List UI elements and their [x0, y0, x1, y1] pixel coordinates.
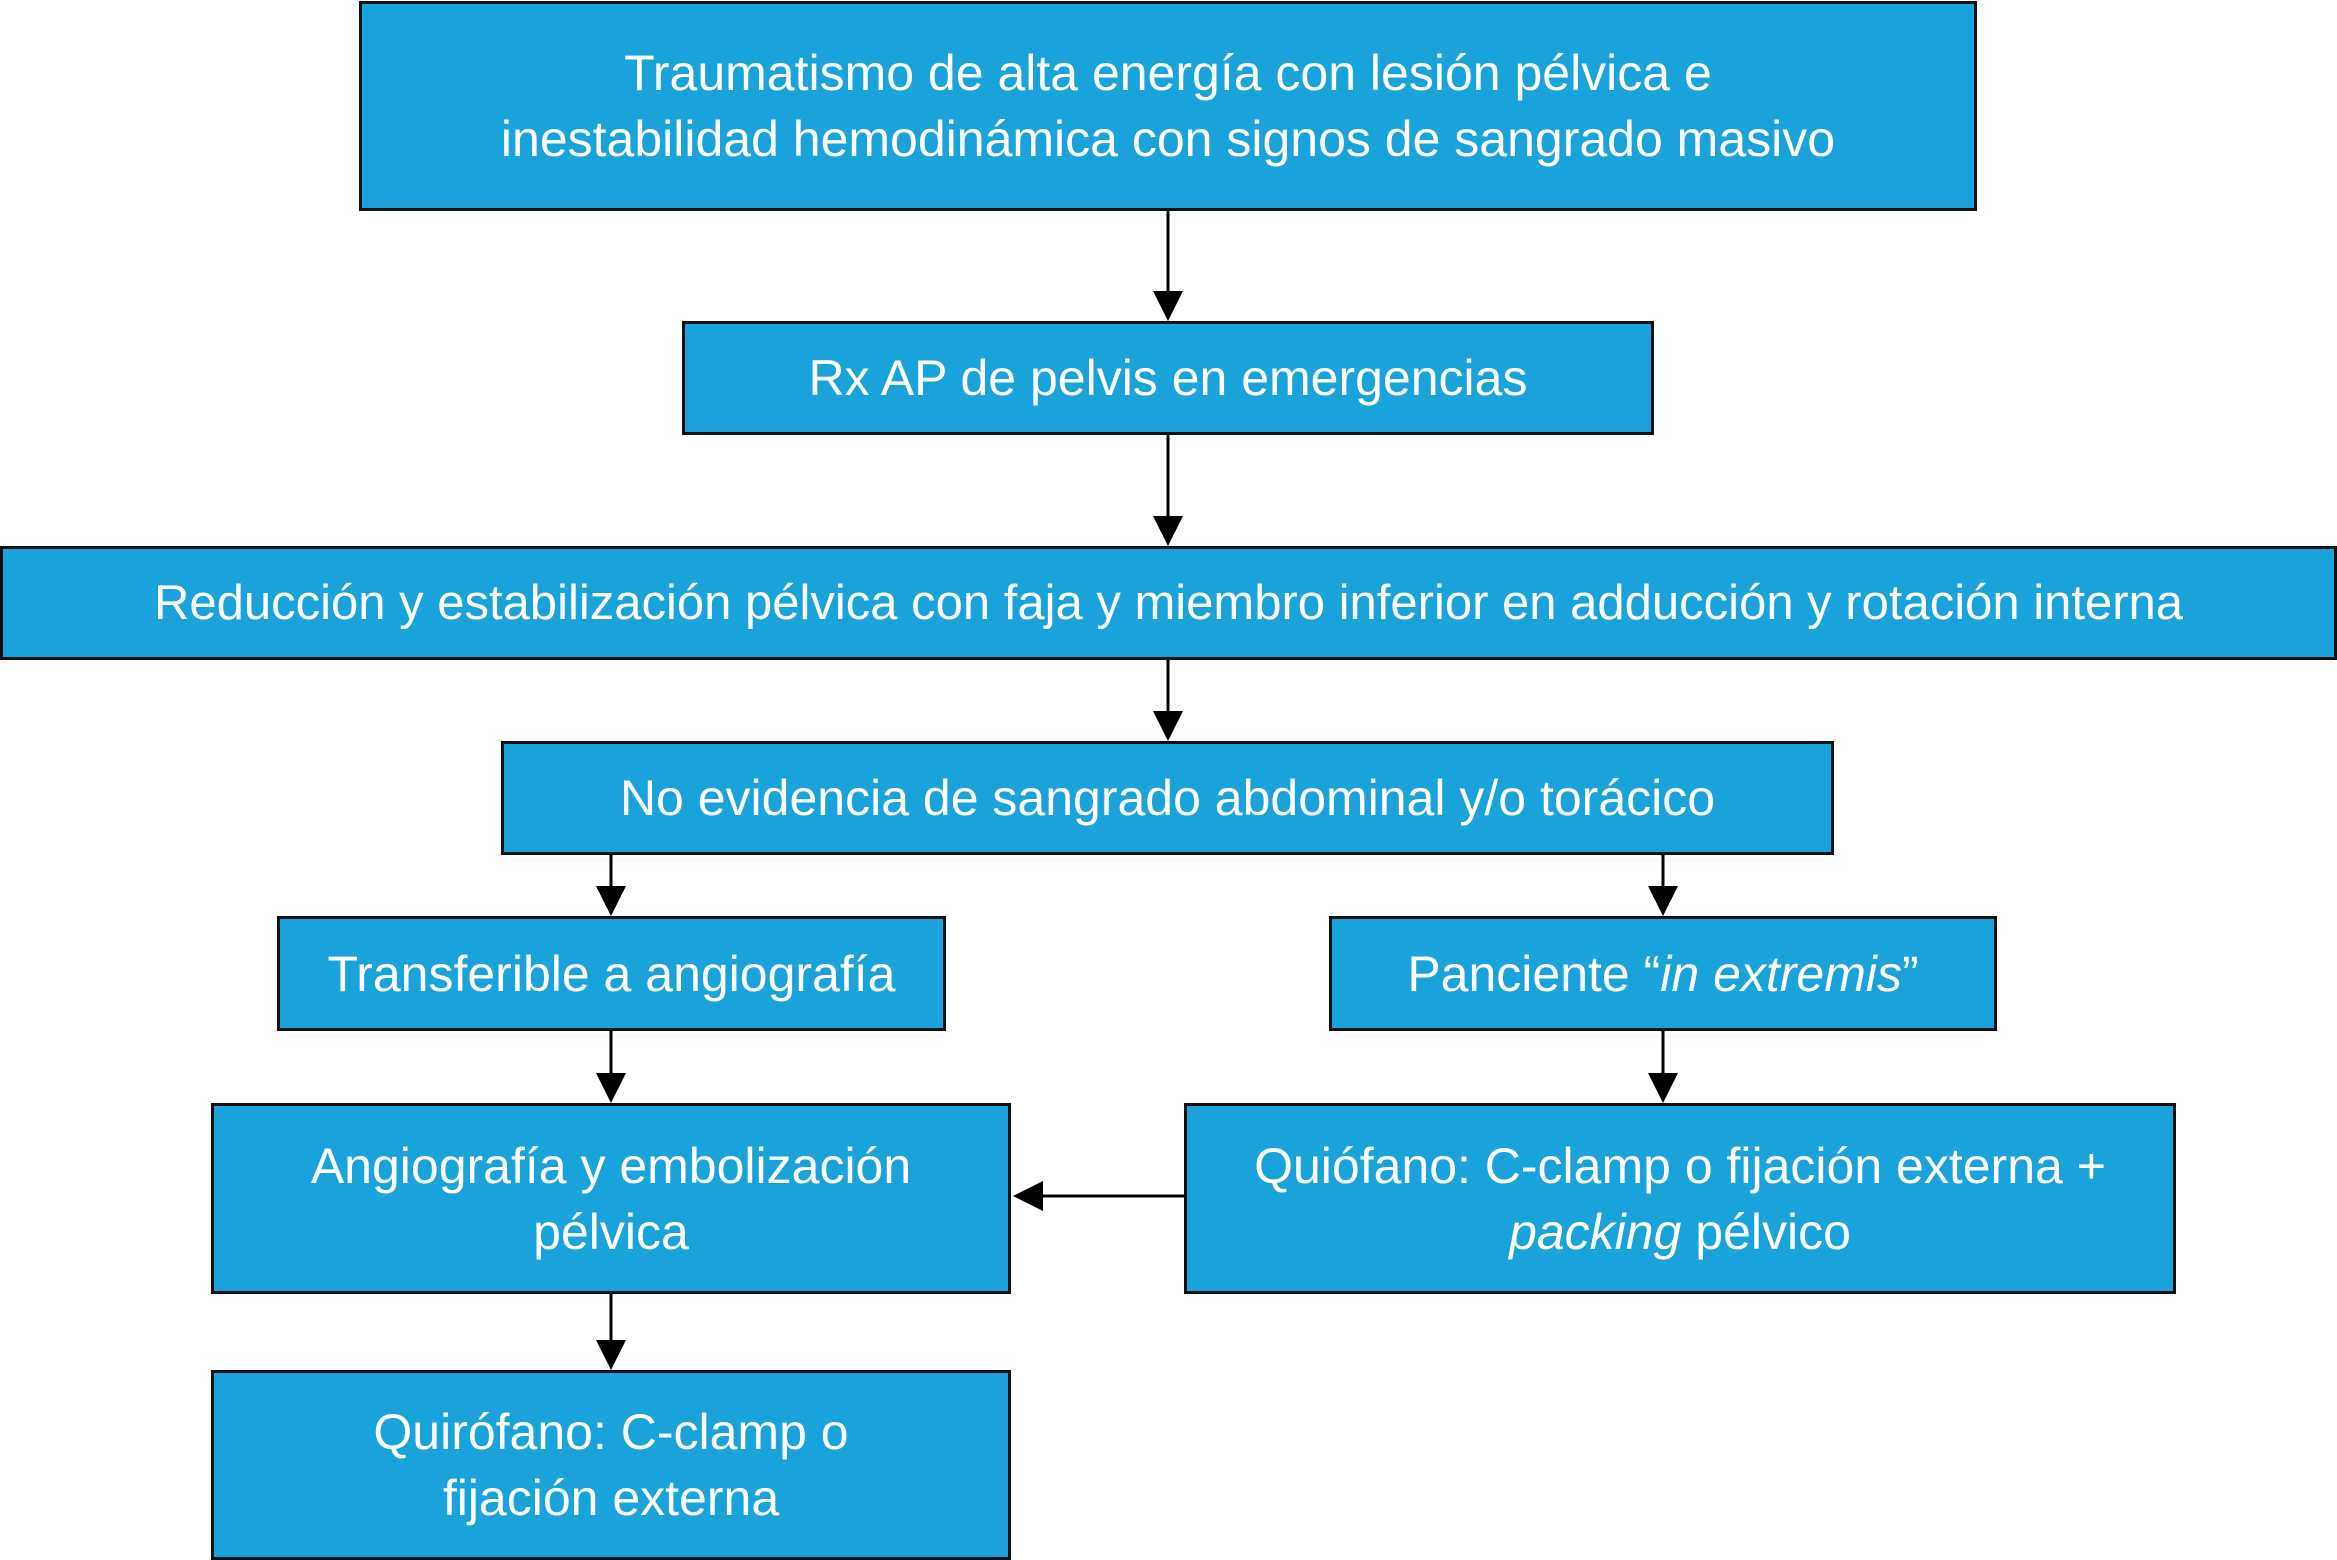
node-no-bleeding-label: No evidencia de sangrado abdominal y/o t… [619, 770, 1716, 826]
node-in-extremis-label: Panciente “in extremis” [1407, 941, 1918, 1007]
node-in-extremis: Panciente “in extremis” [1329, 916, 1997, 1031]
node-transferable: Transferible a angiografía [277, 916, 946, 1031]
node-no-bleeding: No evidencia de sangrado abdominal y/o t… [501, 741, 1834, 855]
node-trauma-line-1: Traumatismo de alta energía con lesión p… [624, 45, 1712, 101]
node-in-extremis-prefix: Panciente “ [1407, 945, 1661, 1002]
node-or-clamp-line-2: fijación externa [442, 1470, 780, 1526]
node-angiography-line-1: Angiografía y embolización [310, 1137, 912, 1194]
node-or-packing: Quiófano: C-clamp o fijación externa + p… [1184, 1103, 2176, 1294]
node-or-clamp-line-1: Quirófano: C-clamp o [373, 1404, 849, 1460]
node-or-packing-italic: packing [1509, 1203, 1682, 1260]
node-or-packing-line-1: Quiófano: C-clamp o fijación externa + [1254, 1137, 2106, 1194]
node-angiography-line-2: pélvica [533, 1203, 689, 1260]
node-reduction: Reducción y estabilización pélvica con f… [0, 546, 2337, 660]
node-trauma: Traumatismo de alta energía con lesión p… [359, 1, 1977, 211]
node-angiography: Angiografía y embolización pélvica [211, 1103, 1011, 1294]
node-in-extremis-suffix: ” [1902, 945, 1919, 1002]
node-or-clamp: Quirófano: C-clamp o fijación externa [211, 1370, 1011, 1560]
node-trauma-line-2: inestabilidad hemodinámica con signos de… [500, 111, 1836, 167]
node-in-extremis-italic: in extremis [1660, 945, 1902, 1002]
node-rx: Rx AP de pelvis en emergencias [682, 321, 1654, 435]
node-or-packing-rest: pélvico [1681, 1203, 1851, 1260]
node-rx-label: Rx AP de pelvis en emergencias [808, 350, 1528, 406]
node-transferable-label: Transferible a angiografía [327, 945, 896, 1002]
node-or-packing-line-2: packing pélvico [1254, 1199, 2106, 1265]
node-reduction-label: Reducción y estabilización pélvica con f… [153, 576, 2184, 630]
